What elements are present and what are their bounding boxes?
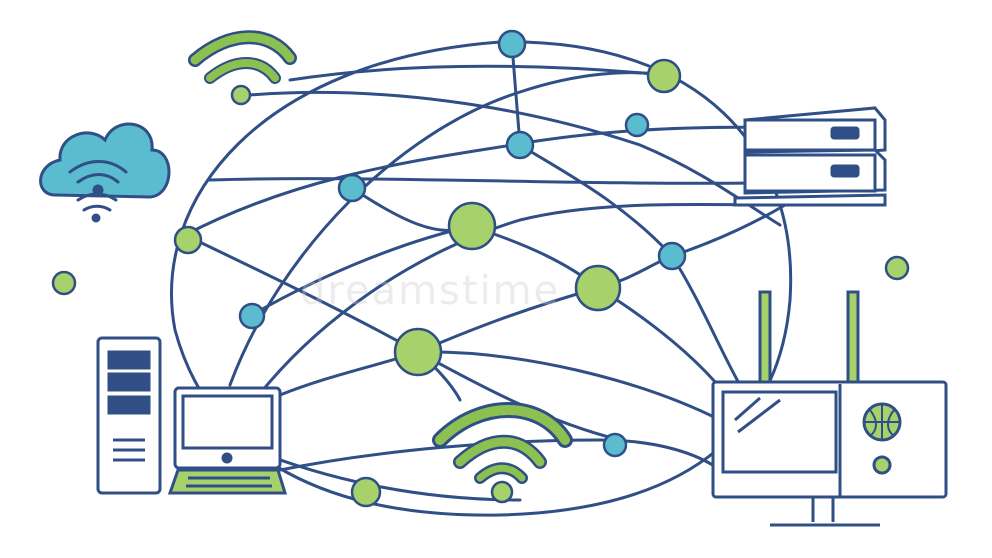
- node-green: [884, 255, 910, 281]
- network-link: [510, 43, 522, 147]
- server-icon: [733, 106, 887, 207]
- network-nodes: [51, 29, 910, 508]
- wifi-icon: [68, 160, 128, 223]
- network-link: [248, 224, 474, 318]
- node-teal: [602, 432, 628, 458]
- node-teal: [624, 112, 650, 138]
- node-teal: [238, 302, 266, 330]
- node-teal: [657, 241, 687, 271]
- node-green: [350, 476, 382, 508]
- network-link: [416, 350, 722, 422]
- network-link: [238, 202, 782, 422]
- node-teal: [505, 130, 535, 160]
- watermark-text: dreamstime: [300, 268, 561, 314]
- node-green: [173, 225, 203, 255]
- desktop-tower-icon: [96, 336, 162, 495]
- wifi-icon: [188, 30, 297, 106]
- node-green: [51, 270, 77, 296]
- node-green-large: [574, 264, 622, 312]
- network-link: [208, 177, 757, 185]
- node-green-large: [447, 201, 497, 251]
- laptop-icon: [167, 386, 288, 495]
- node-teal: [497, 29, 527, 59]
- router-icon: [711, 290, 948, 527]
- node-teal: [337, 173, 367, 203]
- network-link: [228, 71, 667, 387]
- wifi-icon: [432, 402, 573, 504]
- network-link: [183, 143, 514, 237]
- network-link: [416, 203, 787, 354]
- node-green: [646, 58, 682, 94]
- network-link: [596, 286, 732, 402]
- network-link: [248, 90, 782, 227]
- node-green-large: [393, 327, 443, 377]
- cloud-icon: [39, 122, 171, 223]
